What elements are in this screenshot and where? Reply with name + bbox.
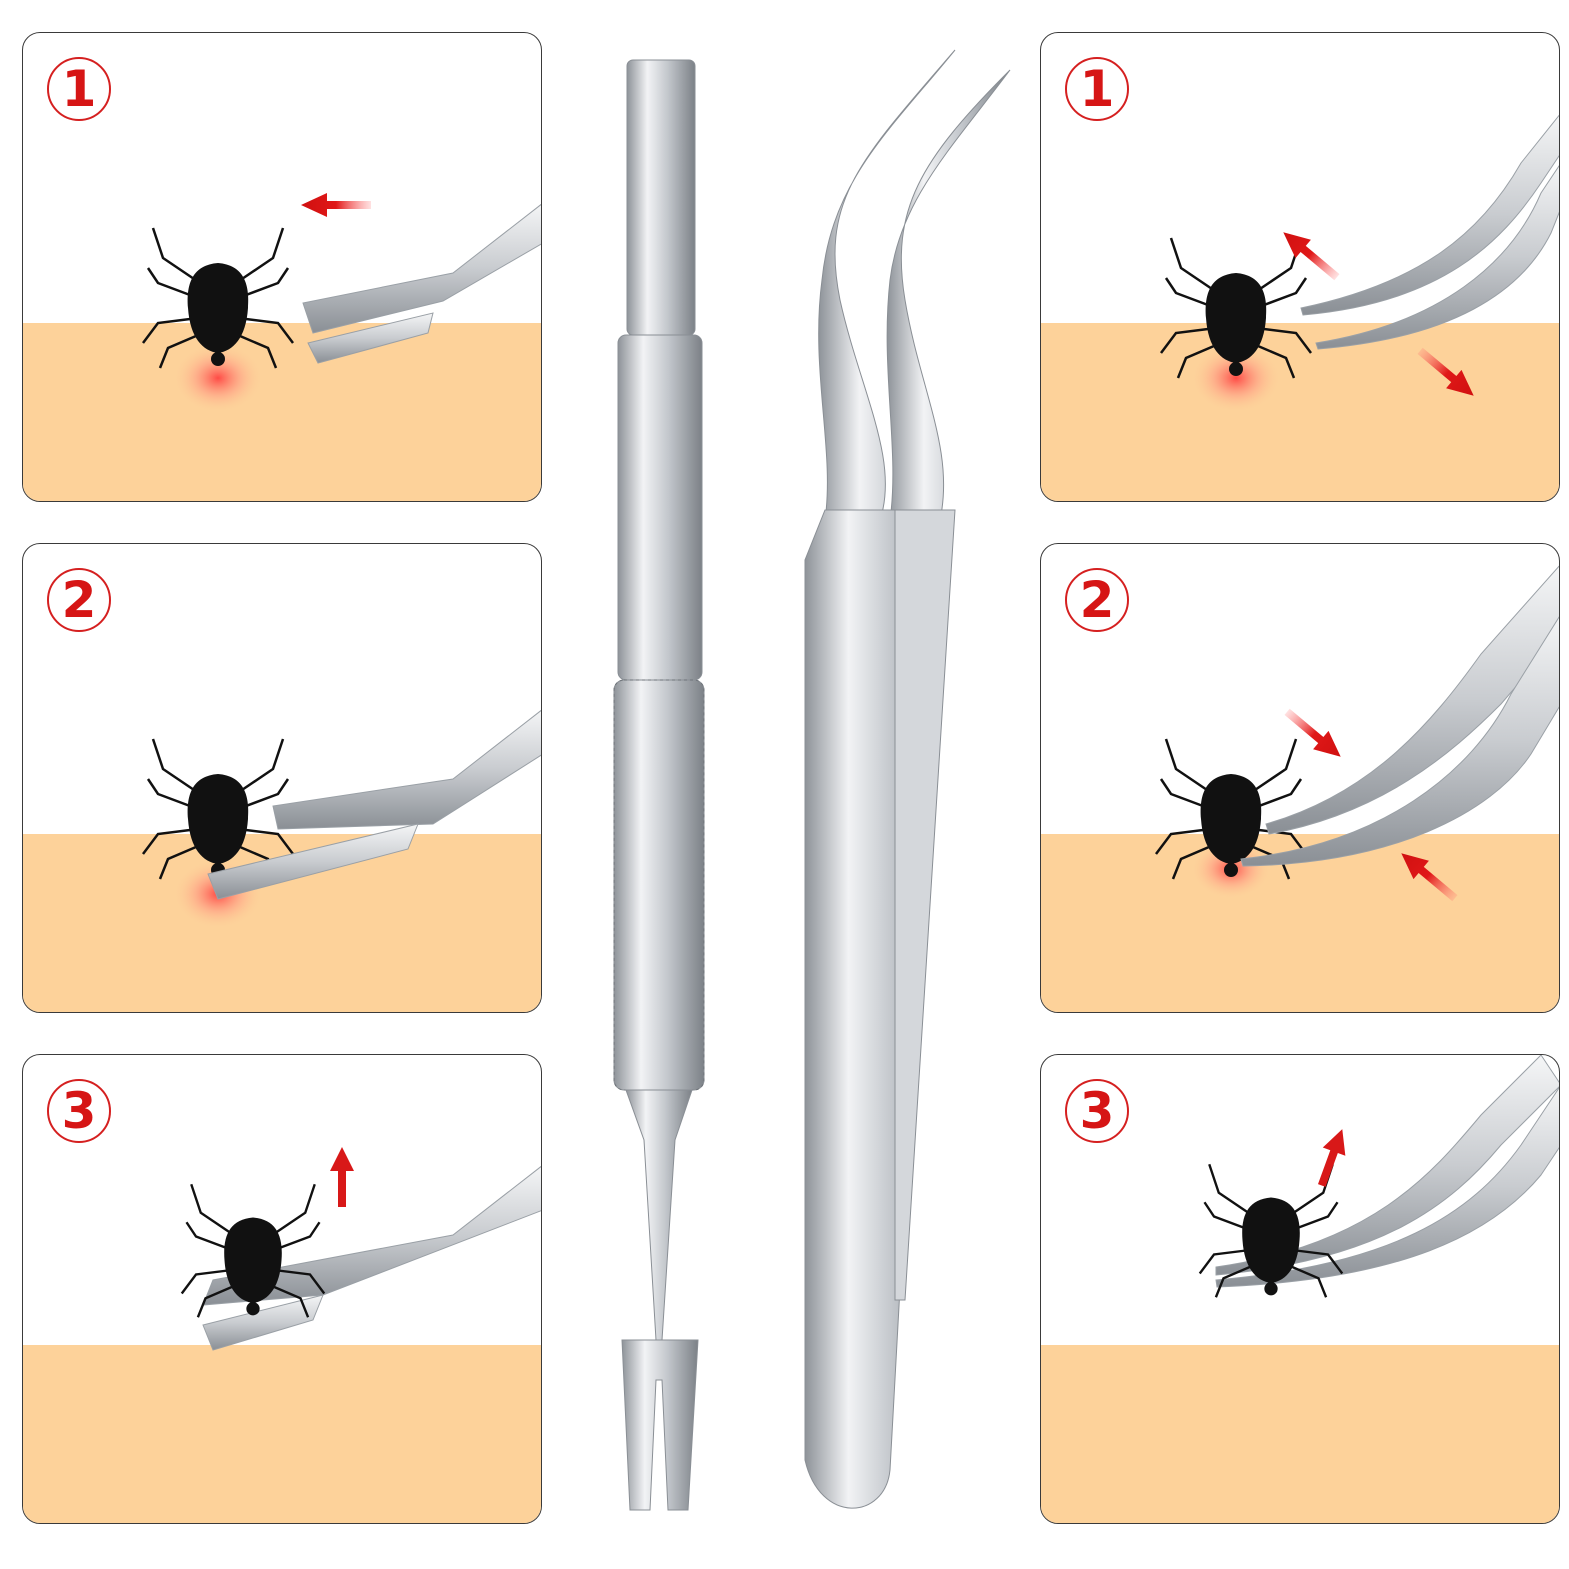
curved-tweezers-icon [804,49,1011,1509]
curved-tweezers-tool-icon [1240,565,1559,867]
fork-tool-icon [207,709,541,900]
tick-remover-fork-icon [613,59,705,1511]
step-number-badge: 3 [1065,1079,1129,1143]
tick-icon [180,1183,326,1319]
tick-removal-illustration [23,1147,541,1523]
step-panel-right-2: 2 [1040,543,1560,1013]
step-number-badge: 1 [1065,57,1129,121]
tick-removal-illustration [23,709,541,1012]
fork-tool-icon [302,203,541,364]
skin-layer [1041,1345,1559,1523]
curved-tweezers-tool-icon [1300,114,1559,350]
arrow-up-icon [330,1147,354,1207]
tools-showcase [613,49,1011,1511]
arrow-left-icon [301,193,371,217]
skin-layer [1041,323,1559,501]
tick-removal-illustration [1041,565,1559,1012]
arrow-up-left-icon [1275,223,1345,287]
bite-redness [173,343,263,413]
step-number-badge: 2 [1065,568,1129,632]
bite-redness [1191,343,1281,413]
step-number-badge: 2 [47,568,111,632]
step-panel-left-2: 2 [22,543,542,1013]
step-panel-right-3: 3 [1040,1054,1560,1524]
step-panel-left-3: 3 [22,1054,542,1524]
step-number-badge: 1 [47,57,111,121]
step-panel-left-1: 1 [22,32,542,502]
step-number-badge: 3 [47,1079,111,1143]
tick-removal-illustration [23,193,541,501]
skin-layer [23,1345,541,1523]
skin-layer [23,323,541,501]
skin-layer [1041,834,1559,1012]
tick-removal-illustration [1041,114,1559,501]
arrow-up-icon [1310,1125,1354,1190]
tick-removal-illustration [1041,1055,1559,1523]
step-panel-right-1: 1 [1040,32,1560,502]
curved-tweezers-tool-icon [1215,1055,1559,1288]
